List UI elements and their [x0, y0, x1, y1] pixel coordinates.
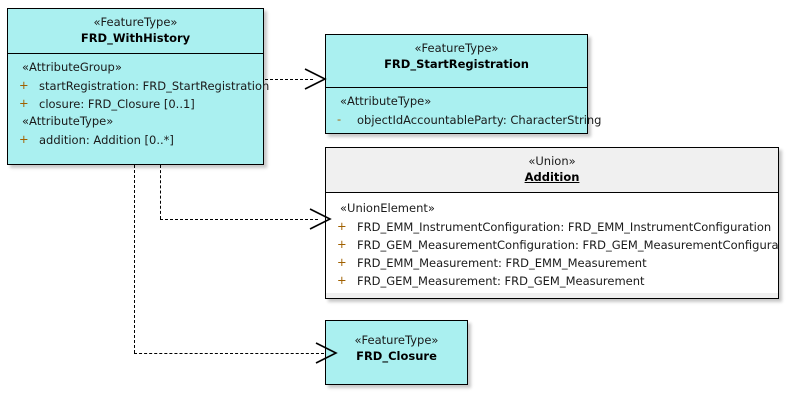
attribute-label: FRD_EMM_InstrumentConfiguration: FRD_EMM…: [357, 220, 772, 234]
visibility-marker: +: [19, 78, 29, 92]
attribute-row[interactable]: + addition: Addition [0..*]: [8, 130, 263, 148]
connector-line-start-registration[interactable]: [265, 78, 313, 80]
attribute-row[interactable]: - objectIdAccountableParty: CharacterStr…: [326, 110, 601, 128]
attribute-label: FRD_GEM_MeasurementConfiguration: FRD_GE…: [357, 238, 778, 252]
class-stereotype: «Union»: [528, 154, 576, 168]
visibility-marker: +: [337, 273, 347, 287]
class-box-frd-start-registration[interactable]: «FeatureType» FRD_StartRegistration «Att…: [325, 34, 601, 134]
class-name: FRD_WithHistory: [80, 31, 191, 45]
visibility-marker: -: [337, 112, 342, 126]
attribute-group-label: «AttributeType»: [340, 94, 432, 108]
visibility-marker: +: [19, 132, 29, 146]
class-name: FRD_Closure: [356, 349, 437, 363]
attribute-row[interactable]: + FRD_GEM_Measurement: FRD_GEM_Measureme…: [326, 271, 778, 289]
class-stereotype: «FeatureType»: [354, 333, 439, 347]
visibility-marker: +: [19, 96, 29, 110]
visibility-marker: +: [337, 255, 347, 269]
attribute-row[interactable]: + closure: FRD_Closure [0..1]: [8, 94, 263, 112]
attribute-label: startRegistration: FRD_StartRegistration: [39, 79, 270, 93]
visibility-marker: +: [337, 219, 347, 233]
class-body-addition: «UnionElement» + FRD_EMM_InstrumentConfi…: [326, 193, 778, 293]
arrowhead-start-registration: [304, 68, 327, 90]
class-box-addition[interactable]: «Union» Addition «UnionElement» + FRD_EM…: [325, 147, 779, 299]
attribute-label: FRD_GEM_Measurement: FRD_GEM_Measurement: [357, 274, 645, 288]
attribute-label: objectIdAccountableParty: CharacterStrin…: [357, 113, 602, 127]
connector-line-closure-vertical[interactable]: [134, 165, 135, 353]
class-header-addition: «Union» Addition: [326, 148, 778, 193]
arrowhead-addition: [309, 208, 332, 230]
class-box-frd-closure[interactable]: «FeatureType» FRD_Closure: [325, 320, 468, 385]
attribute-group-label: «AttributeType»: [22, 114, 114, 128]
visibility-marker: +: [337, 237, 347, 251]
class-body-frd-start-registration: «AttributeType» - objectIdAccountablePar…: [326, 88, 601, 132]
attribute-row[interactable]: + FRD_GEM_MeasurementConfiguration: FRD_…: [326, 235, 778, 253]
class-header-frd-closure: «FeatureType» FRD_Closure: [326, 321, 467, 384]
attribute-row[interactable]: + startRegistration: FRD_StartRegistrati…: [8, 76, 269, 94]
attribute-row[interactable]: + FRD_EMM_InstrumentConfiguration: FRD_E…: [326, 217, 778, 235]
class-name: FRD_StartRegistration: [384, 57, 529, 71]
class-stereotype: «FeatureType»: [414, 41, 499, 55]
class-box-frd-with-history[interactable]: «FeatureType» FRD_WithHistory «Attribute…: [7, 8, 269, 165]
class-header-frd-with-history: «FeatureType» FRD_WithHistory: [8, 9, 263, 54]
class-stereotype: «FeatureType»: [93, 15, 178, 29]
attribute-group-label: «AttributeGroup»: [22, 60, 122, 74]
connector-line-addition-vertical[interactable]: [160, 165, 161, 219]
connector-line-closure-horizontal[interactable]: [134, 352, 324, 354]
class-header-frd-start-registration: «FeatureType» FRD_StartRegistration: [326, 35, 587, 88]
connector-line-addition-horizontal[interactable]: [160, 218, 318, 220]
attribute-group-label: «UnionElement»: [340, 201, 435, 215]
attribute-label: addition: Addition [0..*]: [39, 133, 174, 147]
attribute-label: closure: FRD_Closure [0..1]: [39, 97, 195, 111]
attribute-row[interactable]: + FRD_EMM_Measurement: FRD_EMM_Measureme…: [326, 253, 778, 271]
class-name: Addition: [524, 170, 580, 184]
arrowhead-closure: [315, 342, 338, 364]
attribute-label: FRD_EMM_Measurement: FRD_EMM_Measurement: [357, 256, 647, 270]
class-body-frd-with-history: «AttributeGroup» + startRegistration: FR…: [8, 54, 269, 152]
